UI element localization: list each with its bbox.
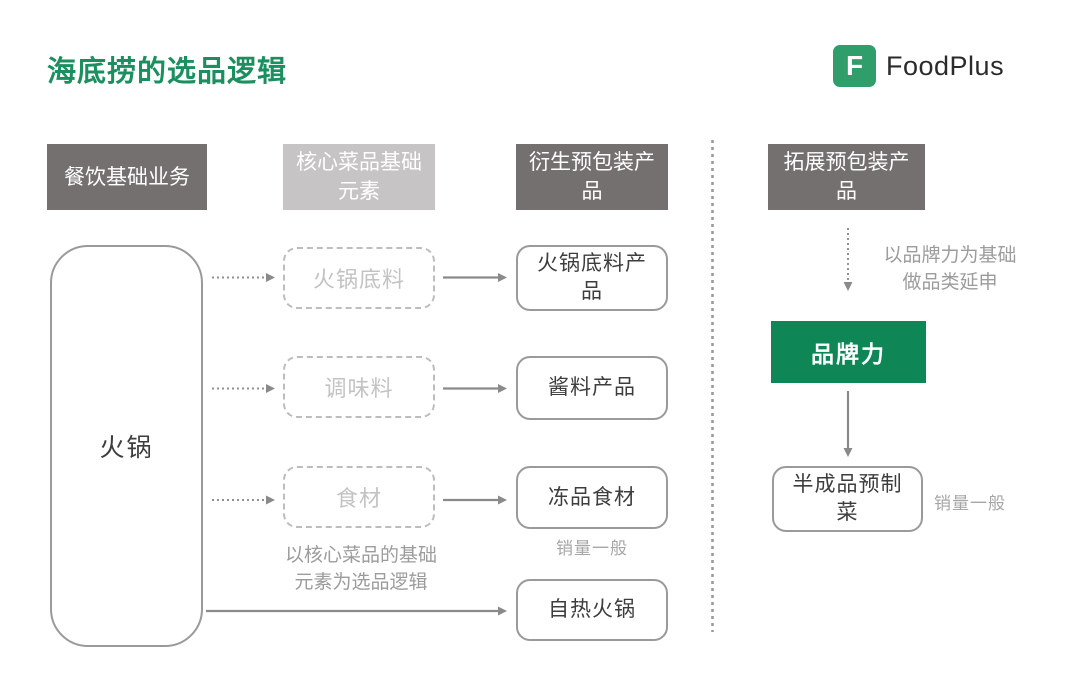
note-semifinished-sales: 销量一般 (934, 494, 1006, 513)
node-brand-power: 品牌力 (771, 321, 926, 383)
note-brand-extension: 以品牌力为基础 做品类延申 (883, 245, 1017, 293)
column-header-expanded-products: 拓展预包装产品 (768, 144, 925, 210)
foodplus-logo-text: FoodPlus (886, 50, 1005, 81)
node-selfheating-hotpot: 自热火锅 (516, 579, 668, 641)
node-seasoning: 调味料 (283, 356, 435, 418)
node-semifinished-dishes: 半成品预制菜 (772, 466, 923, 532)
node-ingredients: 食材 (283, 466, 435, 528)
node-frozen-food: 冻品食材 (516, 466, 668, 529)
column-header-core-elements: 核心菜品基础元素 (283, 144, 435, 210)
node-hotpot: 火锅 (50, 245, 203, 647)
column-header-base-business: 餐饮基础业务 (47, 144, 207, 210)
note-core-elements-logic: 以核心菜品的基础 元素为选品逻辑 (284, 545, 437, 593)
column-header-derived-products: 衍生预包装产品 (516, 144, 668, 210)
note-frozen-food-sales: 销量一般 (556, 539, 628, 558)
page-title: 海底捞的选品逻辑 (47, 56, 288, 88)
foodplus-logo-icon: F (833, 45, 876, 87)
foodplus-logo: F FoodPlus (833, 45, 1004, 87)
node-hotpot-base: 火锅底料 (283, 247, 435, 309)
node-sauce-product: 酱料产品 (516, 356, 668, 420)
node-hotpot-base-product: 火锅底料产品 (516, 245, 668, 311)
